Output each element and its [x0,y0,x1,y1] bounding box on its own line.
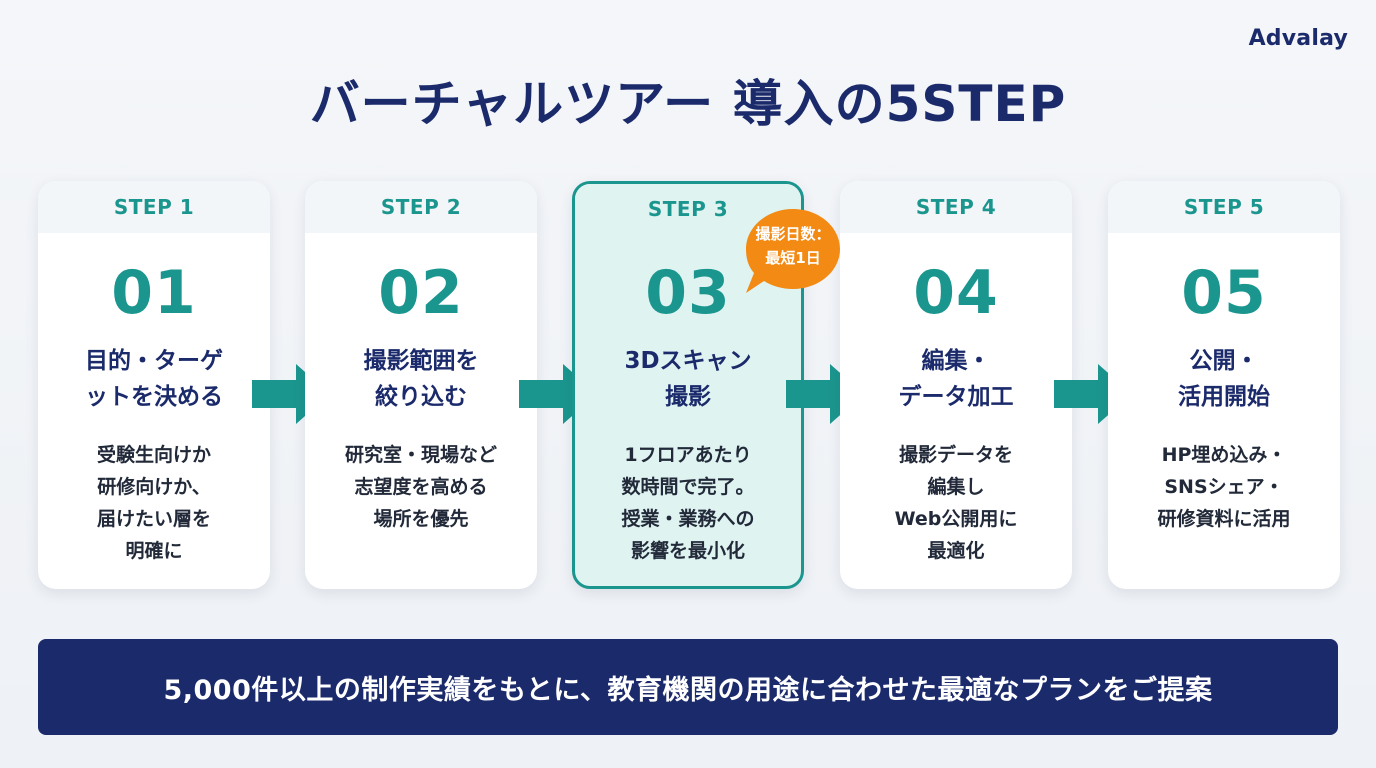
speech-bubble-badge [746,209,840,293]
step-desc-line: 届けたい層を [96,508,211,530]
step-desc-line: 研修資料に活用 [1157,508,1291,530]
step-title: 公開・ 活用開始 [1108,343,1340,415]
step-title-line: データ加工 [898,384,1014,410]
step-description: 撮影データを 編集し Web公開用に 最適化 [840,439,1072,567]
step-number: 04 [913,258,999,328]
step-title: 目的・ターゲ ットを決める [38,343,270,415]
step-title: 編集・ データ加工 [840,343,1072,415]
step-card-2: STEP 2 02 撮影範囲を 絞り込む 研究室・現場など 志望度を高める 場所… [305,181,537,589]
brand-logo: Advalay [1248,26,1348,51]
step-title-line: 絞り込む [375,384,467,410]
step-title: 3Dスキャン 撮影 [575,343,801,415]
step-desc-line: 最適化 [927,540,985,562]
step-desc-line: 明確に [125,540,183,562]
step-title-line: ットを決める [85,384,223,410]
step-desc-line: 場所を優先 [373,508,469,530]
step-desc-line: 1フロアあたり [624,444,752,466]
step-label: STEP 1 [38,181,270,233]
step-desc-line: 影響を最小化 [630,540,745,562]
step-desc-line: 編集し [927,476,985,498]
step-desc-line: 研究室・現場など [344,444,497,466]
step-card-1: STEP 1 01 目的・ターゲ ットを決める 受験生向けか 研修向けか、 届け… [38,181,270,589]
badge-line: 最短1日 [765,249,821,267]
step-desc-line: 研修向けか、 [97,476,211,498]
step-desc-line: HP埋め込み・ [1161,444,1287,466]
step-description: 研究室・現場など 志望度を高める 場所を優先 [305,439,537,535]
badge-line: 撮影日数： [755,225,831,243]
step-title-line: 公開・ [1189,348,1259,374]
step-label: STEP 2 [305,181,537,233]
step-desc-line: 撮影データを [898,444,1013,466]
step-card-4: STEP 4 04 編集・ データ加工 撮影データを 編集し Web公開用に 最… [840,181,1072,589]
step-label: STEP 5 [1108,181,1340,233]
step-card-5: STEP 5 05 公開・ 活用開始 HP埋め込み・ SNSシェア・ 研修資料に… [1108,181,1340,589]
step-desc-line: Web公開用に [894,508,1018,530]
step-description: 受験生向けか 研修向けか、 届けたい層を 明確に [38,439,270,567]
step-desc-line: 志望度を高める [354,476,488,498]
step-title-line: 編集・ [921,348,991,374]
step-number: 01 [111,258,197,328]
step-title-line: 撮影 [665,384,711,410]
footer-banner: 5,000件以上の制作実績をもとに、教育機関の用途に合わせた最適なプランをご提案 [38,639,1338,735]
step-number: 05 [1181,258,1267,328]
step-desc-line: 授業・業務への [621,508,755,530]
badge-text: 撮影日数： 最短1日 [742,222,844,270]
step-title-line: 活用開始 [1178,384,1270,410]
step-desc-line: 受験生向けか [96,444,211,466]
step-title-line: 目的・ターゲ [85,348,223,374]
step-desc-line: 数時間で完了。 [621,476,755,498]
step-number: 02 [378,258,464,328]
step-description: 1フロアあたり 数時間で完了。 授業・業務への 影響を最小化 [575,439,801,567]
step-desc-line: SNSシェア・ [1164,476,1284,498]
step-title-line: 3Dスキャン [624,348,752,374]
step-number: 03 [645,258,731,328]
page-title: バーチャルツアー 導入の5STEP [309,75,1067,133]
step-description: HP埋め込み・ SNSシェア・ 研修資料に活用 [1108,439,1340,535]
step-title-line: 撮影範囲を [363,348,479,374]
step-title: 撮影範囲を 絞り込む [305,343,537,415]
step-label: STEP 4 [840,181,1072,233]
